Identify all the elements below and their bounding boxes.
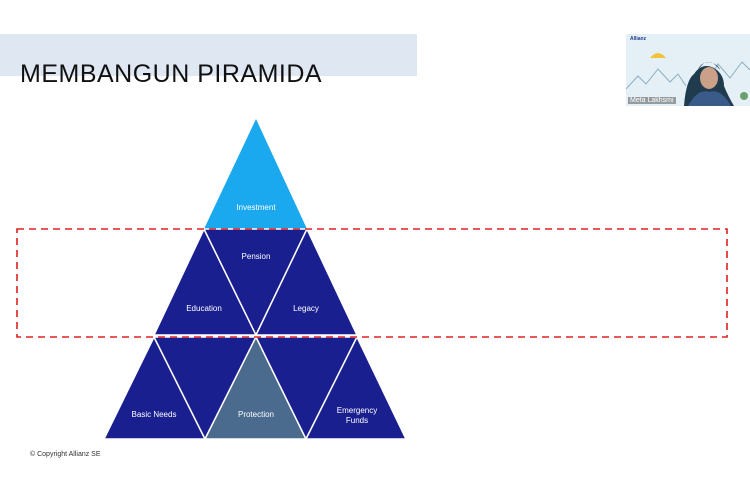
label-emergency: Emergency (337, 406, 377, 415)
label-protection: Protection (238, 410, 274, 419)
webcam-background (626, 34, 750, 106)
label-legacy: Legacy (293, 304, 319, 313)
label-investment: Investment (236, 203, 276, 212)
highlight-box (16, 228, 728, 338)
participant-name: Meta Lakhsmi (628, 97, 676, 104)
webcam-brand: Allianz (630, 36, 647, 42)
pyramid-segment-legacy (254, 227, 359, 336)
slide-title: MEMBANGUN PIRAMIDA (20, 60, 323, 88)
webcam-thumbnail[interactable]: Allianz Meta Lakhsmi (626, 34, 750, 106)
pyramid-top-investment (204, 119, 307, 229)
pyramid-segment-emergency-funds (304, 335, 408, 440)
label-education: Education (186, 304, 222, 313)
copyright-text: © Copyright Allianz SE (30, 451, 101, 458)
label-funds: Funds (346, 416, 368, 425)
label-basic-needs: Basic Needs (132, 410, 177, 419)
title-band (0, 34, 417, 76)
label-pension: Pension (242, 252, 271, 261)
